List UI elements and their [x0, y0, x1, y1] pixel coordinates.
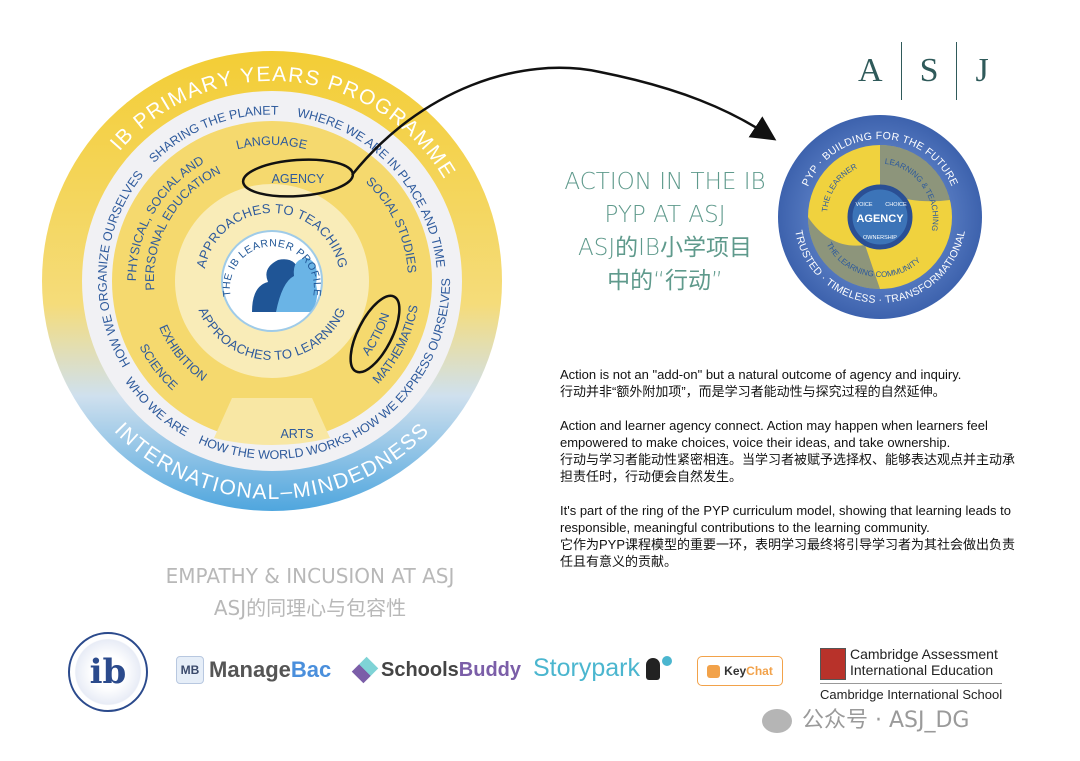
asj-letter: S	[919, 52, 939, 89]
storypark-text: Storypark	[533, 654, 640, 682]
wechat-icon	[762, 709, 792, 733]
asj-letter: A	[858, 52, 883, 89]
keychat-text: Chat	[746, 664, 773, 678]
subject-language: LANGUAGE	[235, 134, 309, 152]
keychat-text: Key	[724, 664, 747, 678]
paragraph-en: It's part of the ring of the PYP curricu…	[560, 503, 1011, 535]
cambridge-text: International Education	[850, 662, 994, 678]
paragraph-zh: 行动与学习者能动性紧密相连。当学习者被赋予选择权、能够表达观点并主动承担责任时，…	[560, 452, 1016, 484]
cambridge-logo: Cambridge Assessment International Educa…	[820, 646, 1003, 702]
ib-world-school-logo: ib	[68, 632, 148, 712]
balloon-icon	[661, 655, 672, 666]
paragraph-en: Action and learner agency connect. Actio…	[560, 418, 988, 450]
pyp-choice: CHOICE	[885, 202, 907, 208]
schoolsbuddy-text: Buddy	[458, 658, 522, 681]
storypark-logo: Storypark	[533, 654, 672, 683]
duck-icon	[645, 657, 660, 680]
arts-segment	[214, 398, 330, 445]
empathy-en: EMPATHY & INCUSION AT ASJ	[165, 564, 455, 588]
empathy-zh: ASJ的同理心与包容性	[213, 596, 407, 620]
description: Action is not an "add-on" but a natural …	[560, 366, 1020, 587]
pyp-ownership: OWNERSHIP	[863, 235, 897, 241]
pyp-agency-logo: PYP · BUILDING FOR THE FUTURE TRUSTED · …	[778, 115, 982, 319]
asj-logo: A S J	[840, 42, 1007, 100]
cambridge-text: Cambridge Assessment	[850, 646, 998, 662]
learner-profile-silhouette-icon	[276, 258, 318, 312]
title-line: 中的“行动”	[607, 268, 723, 294]
managebac-text: Bac	[290, 657, 332, 682]
pyp-agency: AGENCY	[856, 213, 904, 225]
cambridge-school-text: Cambridge International School	[820, 683, 1003, 702]
schoolsbuddy-text: Schools	[381, 658, 459, 681]
title-line: ASJ的IB小学项目	[578, 235, 752, 261]
page-title: ACTION IN THE IB PYP AT ASJ ASJ的IB小学项目 中…	[500, 166, 830, 298]
paragraph-en: Action is not an "add-on" but a natural …	[560, 367, 962, 382]
keychat-icon	[707, 664, 721, 678]
watermark-text: 公众号 · ASJ_DG	[802, 708, 970, 733]
ib-logo-text: ib	[89, 652, 127, 692]
title-line: ACTION IN THE IB	[564, 169, 766, 195]
managebac-icon: MB	[176, 656, 204, 684]
subject-arts: ARTS	[280, 427, 313, 441]
agency-label: AGENCY	[272, 172, 325, 186]
paragraph-zh: 行动并非“额外附加项”，而是学习者能动性与探究过程的自然延伸。	[560, 384, 946, 399]
paragraph-zh: 它作为PYP课程模型的重要一环，表明学习最终将引导学习者为其社会做出负责任且有意…	[560, 537, 1016, 569]
title-line: PYP AT ASJ	[604, 202, 726, 228]
connector-arrow	[351, 66, 777, 176]
watermark: 公众号 · ASJ_DG	[762, 708, 969, 734]
schoolsbuddy-icon	[351, 656, 379, 684]
pyp-voice: VOICE	[855, 202, 872, 208]
cambridge-shield-icon	[820, 648, 846, 680]
action-highlight-ellipse	[349, 294, 401, 374]
managebac-text: Manage	[209, 657, 291, 682]
empathy-caption: EMPATHY & INCUSION AT ASJ ASJ的同理心与包容性	[110, 560, 510, 624]
asj-letter: J	[975, 52, 989, 89]
